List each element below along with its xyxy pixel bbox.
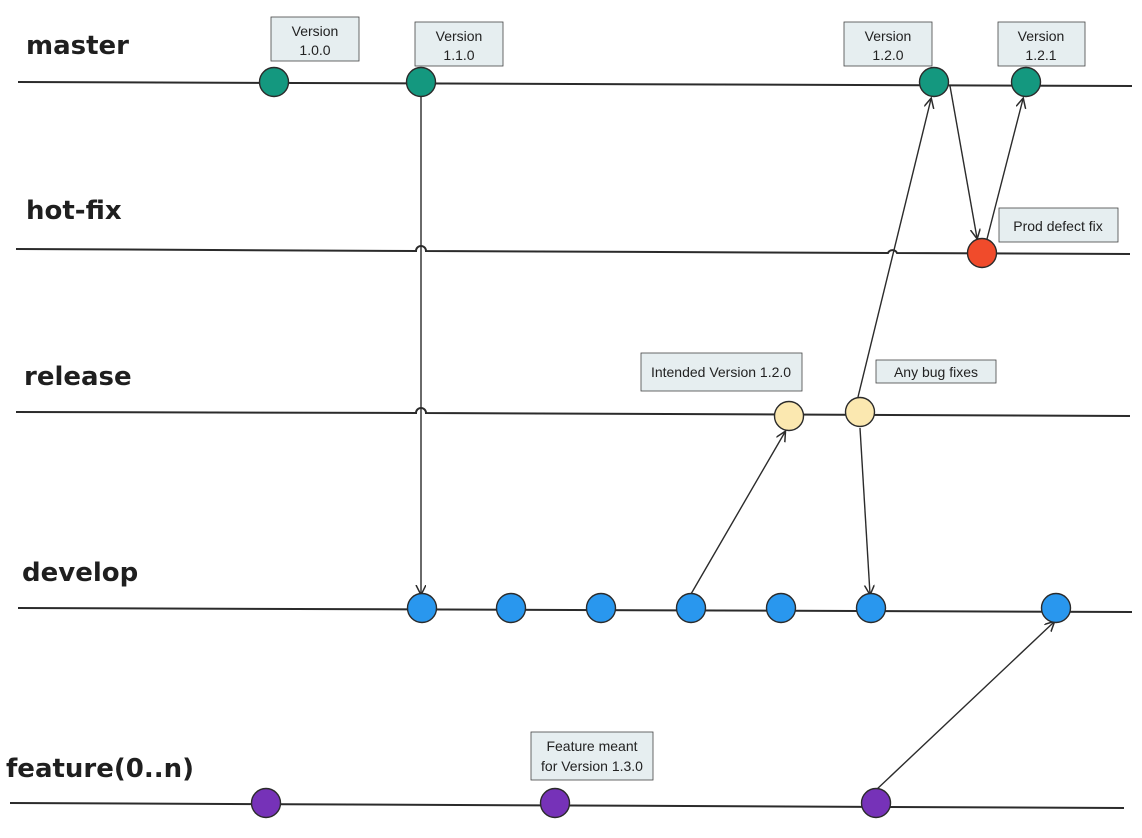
note-line: Any bug fixes xyxy=(894,364,978,380)
develop-commit xyxy=(855,592,887,624)
develop-branch-line xyxy=(17,607,1133,613)
note-line: Version xyxy=(1018,28,1065,44)
release-to-develop-arrow xyxy=(859,427,870,594)
master-branch-line xyxy=(17,81,1133,87)
develop-commit xyxy=(1040,592,1072,624)
branch-label-hotfix: hot-fix xyxy=(26,196,122,226)
branch-label-feature: feature(0..n) xyxy=(6,754,194,784)
note-line: Intended Version 1.2.0 xyxy=(651,364,791,380)
note-line: Version xyxy=(865,28,912,44)
develop-to-release-arrow xyxy=(690,432,785,595)
note-version-1-2-0: Version 1.2.0 xyxy=(843,21,933,67)
master-commit xyxy=(258,66,290,98)
release-commit xyxy=(844,396,876,428)
branch-label-develop: develop xyxy=(22,558,138,588)
note-version-1-0-0: Version 1.0.0 xyxy=(270,16,360,62)
branch-label-release: release xyxy=(24,362,132,392)
develop-commit xyxy=(406,592,438,624)
note-line: 1.1.0 xyxy=(443,47,474,63)
note-feature-version-1-3-0: Feature meant for Version 1.3.0 xyxy=(530,731,654,781)
master-commit xyxy=(405,66,437,98)
feature-commit xyxy=(250,787,282,819)
develop-commit xyxy=(765,592,797,624)
note-line: for Version 1.3.0 xyxy=(541,758,643,774)
master-to-hotfix-arrow xyxy=(949,85,977,238)
note-line: Version xyxy=(436,28,483,44)
feature-to-develop-arrow xyxy=(875,622,1054,791)
note-prod-defect-fix: Prod defect fix xyxy=(998,207,1119,243)
note-line: Version xyxy=(292,23,339,39)
note-intended-version: Intended Version 1.2.0 xyxy=(640,352,803,392)
develop-commit xyxy=(495,592,527,624)
feature-commit xyxy=(860,787,892,819)
note-line: Feature meant xyxy=(546,738,637,754)
note-version-1-1-0: Version 1.1.0 xyxy=(414,21,504,67)
master-commit xyxy=(1010,66,1042,98)
hotfix-branch-line xyxy=(15,245,1131,255)
note-line: 1.0.0 xyxy=(299,42,330,58)
note-line: Prod defect fix xyxy=(1013,218,1103,234)
feature-commit xyxy=(539,787,571,819)
hotfix-commit xyxy=(966,237,998,269)
note-line: 1.2.1 xyxy=(1025,47,1056,63)
develop-commit xyxy=(675,592,707,624)
note-line: 1.2.0 xyxy=(872,47,903,63)
release-to-master-arrow xyxy=(857,99,931,398)
note-any-bug-fixes: Any bug fixes xyxy=(875,359,997,384)
note-version-1-2-1: Version 1.2.1 xyxy=(997,21,1086,67)
develop-commit xyxy=(585,592,617,624)
hotfix-to-master-arrow xyxy=(986,99,1023,240)
master-commit xyxy=(918,66,950,98)
branch-label-master: master xyxy=(26,31,129,61)
release-commit xyxy=(773,400,805,432)
release-branch-line xyxy=(15,407,1131,417)
